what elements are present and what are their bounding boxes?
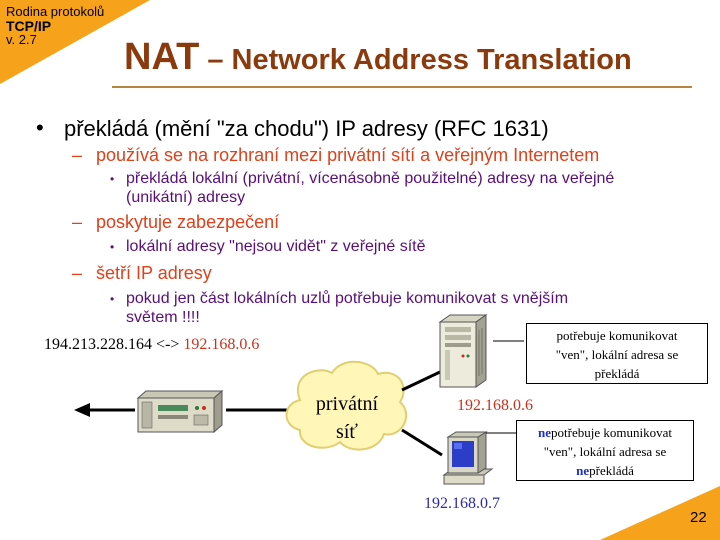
public-ip-mapping: 194.213.228.164 <-> <box>44 336 184 353</box>
corner-triangle-decoration <box>0 0 150 84</box>
title-expansion: – Network Address Translation <box>199 44 632 76</box>
server-ip: 192.168.0.6 <box>457 397 533 414</box>
dot-marker: • <box>110 292 115 306</box>
nat-mapping: 194.213.228.164 <-> 192.168.0.6 <box>44 336 259 354</box>
bullet-main: překládá (mění "za chodu") IP adresy (RF… <box>64 116 549 141</box>
note-pc-line-1: nepotřebuje komunikovat <box>538 425 672 440</box>
note-pc-negation-2: ne <box>576 463 590 478</box>
cloud-label-line-2: síť <box>336 421 358 443</box>
dash-marker: – <box>72 263 83 283</box>
cloud-label-line-1: privátní <box>315 393 379 415</box>
title-underline <box>112 86 692 88</box>
dash-marker: – <box>72 145 83 165</box>
series-version: v. 2.7 <box>6 32 37 47</box>
router-icon <box>136 389 224 434</box>
sub-sub-bullet-translation-1: překládá lokální (privátní, vícenásobně … <box>126 170 615 187</box>
sub-sub-bullet-translation-2: (unikátní) adresy <box>126 189 246 206</box>
cloud-icon <box>285 360 407 451</box>
title-acronym: NAT <box>124 36 200 78</box>
sub-sub-bullet-partial-1: pokud jen část lokálních uzlů potřebuje … <box>126 290 569 307</box>
series-protocol: TCP/IP <box>6 18 52 34</box>
corner-triangle-decoration <box>600 486 720 540</box>
series-name: Rodina protokolů <box>6 4 105 19</box>
page-number: 22 <box>690 509 707 526</box>
slide-title: NAT – Network Address Translation <box>124 36 632 79</box>
dot-marker: • <box>110 240 115 254</box>
note-pc-line-3: nepřekládá <box>576 463 634 478</box>
sub-bullet-saves-ip: šetří IP adresy <box>96 263 212 283</box>
mapped-private-ip: 192.168.0.6 <box>183 336 260 353</box>
series-label: Rodina protokolů TCP/IP v. 2.7 <box>6 5 104 47</box>
note-pc-not-translated: nepotřebuje komunikovat "ven", lokální a… <box>516 420 694 481</box>
sub-bullet-interface: používá se na rozhraní mezi privátní sít… <box>96 145 600 165</box>
note-server-line-1: potřebuje komunikovat <box>556 328 678 343</box>
pc-ip: 192.168.0.7 <box>424 495 500 512</box>
bullet-marker: • <box>36 115 44 140</box>
desktop-pc-icon <box>442 431 494 485</box>
note-server-line-2: "ven", lokální adresa se <box>555 347 679 362</box>
server-tower-icon <box>438 314 488 388</box>
cloud-label: privátní síť <box>292 390 402 446</box>
note-server-translated: potřebuje komunikovat "ven", lokální adr… <box>526 323 708 384</box>
arrow-left-icon <box>74 403 135 417</box>
note-pc-line-2: "ven", lokální adresa se <box>543 444 667 459</box>
dash-marker: – <box>72 212 83 232</box>
sub-sub-bullet-partial-2: světem !!!! <box>126 309 200 326</box>
dot-marker: • <box>110 172 115 186</box>
note-server-line-3: překládá <box>594 366 640 381</box>
sub-bullet-security: poskytuje zabezpečení <box>96 212 280 232</box>
sub-sub-bullet-hidden: lokální adresy "nejsou vidět" z veřejné … <box>126 238 426 255</box>
note-pc-negation: ne <box>538 425 552 440</box>
